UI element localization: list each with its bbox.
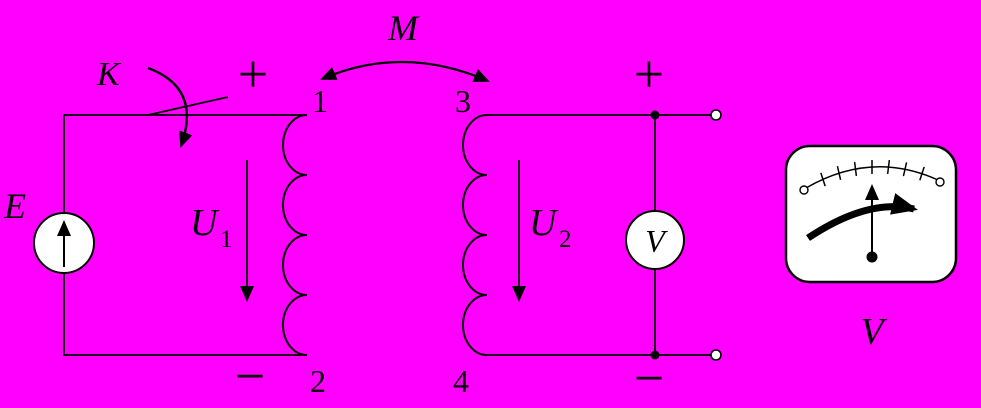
emf-label: E	[3, 186, 26, 226]
scale-tick	[902, 162, 908, 177]
switch-label: K	[96, 56, 122, 93]
switch-closing-arrow-icon	[147, 66, 193, 148]
voltmeter: V	[625, 210, 685, 270]
meter-icon: V	[784, 144, 958, 353]
switch-blade	[147, 96, 229, 116]
meter-pivot-dot	[866, 251, 878, 263]
scale-tick	[886, 159, 891, 175]
junction-dot-bottom	[650, 350, 660, 360]
meter-scale-ticks	[820, 159, 925, 187]
secondary-coil	[462, 114, 488, 356]
output-terminal-bottom	[710, 349, 722, 361]
output-terminal-top	[710, 109, 722, 121]
primary-voltage: U 1	[190, 160, 254, 302]
primary-plus-mark: +	[238, 44, 268, 104]
scale-tick	[919, 166, 925, 181]
mutual-inductance-label: M	[387, 8, 420, 48]
primary-voltage-subscript: 1	[220, 226, 233, 253]
meter-caption-label: V	[860, 311, 887, 353]
voltmeter-label: V	[645, 223, 668, 259]
scale-tick	[836, 166, 842, 180]
junction-dot-top	[650, 110, 660, 120]
voltmeter-circle	[625, 210, 685, 270]
secondary-minus-mark: −	[634, 348, 664, 408]
secondary-plus-mark: +	[634, 44, 664, 104]
secondary-voltage-label: U	[529, 202, 559, 244]
primary-loop: E K 1 2 + − U 1	[3, 44, 328, 406]
meter-scale-end-right	[935, 177, 945, 187]
secondary-loop-wires	[487, 114, 711, 356]
mutual-coupling: M	[320, 8, 490, 83]
meter-deflection-arrow-icon	[806, 193, 918, 241]
primary-coil	[282, 114, 308, 356]
scale-tick	[853, 161, 858, 177]
terminal-3-label: 3	[455, 83, 471, 119]
secondary-voltage: U 2	[512, 160, 572, 302]
emf-source: E	[3, 186, 95, 274]
switch-k: K	[96, 56, 229, 148]
mutual-coupling-arrow-icon	[320, 60, 490, 83]
primary-voltage-label: U	[190, 202, 220, 244]
primary-loop-wires	[63, 114, 307, 356]
terminal-1-label: 1	[312, 83, 328, 119]
terminal-2-label: 2	[310, 363, 326, 399]
primary-minus-mark: −	[235, 346, 265, 406]
scale-tick	[820, 172, 826, 187]
terminal-4-label: 4	[453, 363, 469, 399]
meter-scale-end-left	[799, 185, 809, 195]
secondary-loop: 3 4 + − U 2 V	[453, 44, 722, 408]
secondary-voltage-subscript: 2	[559, 226, 572, 253]
